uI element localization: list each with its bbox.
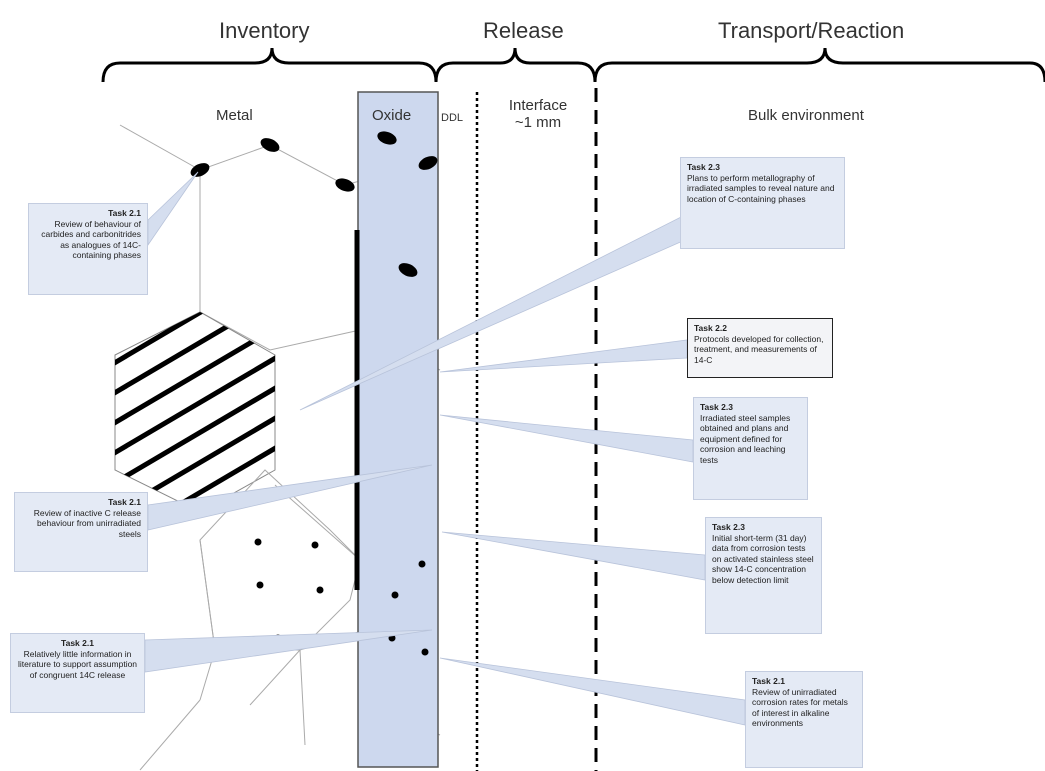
heading-transport: Transport/Reaction [718,18,905,43]
label-ddl: DDL [441,112,464,124]
callout-task-2-1-inactive-c: Task 2.1 Review of inactive C release be… [14,492,148,572]
callout-title: Task 2.2 [694,323,727,333]
callout-body: Protocols developed for collection, trea… [694,333,824,365]
callout-body: Review of behaviour of carbides and carb… [41,218,141,261]
heading-release: Release [483,18,564,43]
callout-task-2-1-literature: Task 2.1 Relatively little information i… [10,633,145,713]
pointer-c7 [441,531,706,581]
pointer-c2 [147,464,433,531]
transport-brace [593,47,1045,83]
carbide-particle [335,178,355,192]
carbide-particle [398,263,418,277]
heading-inventory: Inventory [219,18,310,43]
label-interface-line2: ~1 mm [514,114,562,131]
callout-body: Plans to perform metallography of irradi… [687,172,835,204]
precipitate-dot [391,591,399,599]
callout-title: Task 2.3 [687,162,720,172]
callout-title: Task 2.1 [108,497,141,507]
callout-task-2-2-protocols: Task 2.2 Protocols developed for collect… [687,318,833,378]
pointer-c8 [439,657,746,726]
precipitate-dot [421,648,429,656]
label-metal: Metal [216,107,253,124]
label-interface-line1: Interface [508,97,568,114]
label-bulk-environment: Bulk environment [748,107,864,124]
hatching-lines [115,312,275,512]
callout-body: Relatively little information in literat… [17,648,138,680]
callout-task-2-3-samples: Task 2.3 Irradiated steel samples obtain… [693,397,808,500]
precipitate-dot [316,586,324,594]
callout-title: Task 2.1 [61,638,94,648]
callout-task-2-3-metallography: Task 2.3 Plans to perform metallography … [680,157,845,249]
precipitate-dot [254,538,262,546]
carbide-particle [190,163,210,177]
callout-body: Review of unirradiated corrosion rates f… [752,686,848,729]
carbide-particle [418,156,438,170]
callout-task-2-1-corrosion-rates: Task 2.1 Review of unirradiated corrosio… [745,671,863,768]
callout-body: Initial short-term (31 day) data from co… [712,532,814,585]
callout-body: Irradiated steel samples obtained and pl… [700,412,791,465]
release-brace [434,47,597,83]
carbide-particle [377,131,397,145]
callout-title: Task 2.1 [752,676,785,686]
pointer-c1 [147,171,199,247]
precipitate-dot [311,541,319,549]
pointer-c3 [144,629,433,673]
callout-pointers [144,171,746,726]
label-oxide: Oxide [372,107,412,124]
oxide-layer [357,91,439,768]
carbide-particles [190,131,438,277]
callout-title: Task 2.1 [108,208,141,218]
callout-title: Task 2.3 [712,522,745,532]
label-interface: Interface ~1 mm [498,97,578,131]
callout-body: Review of inactive C release behaviour f… [33,507,141,539]
callout-title: Task 2.3 [700,402,733,412]
precipitate-dot [418,560,426,568]
precipitate-dot [256,581,264,589]
inventory-brace [101,47,438,83]
carbide-particle [260,138,280,152]
callout-task-2-1-carbides: Task 2.1 Review of behaviour of carbides… [28,203,148,295]
callout-task-2-3-initial-data: Task 2.3 Initial short-term (31 day) dat… [705,517,822,634]
